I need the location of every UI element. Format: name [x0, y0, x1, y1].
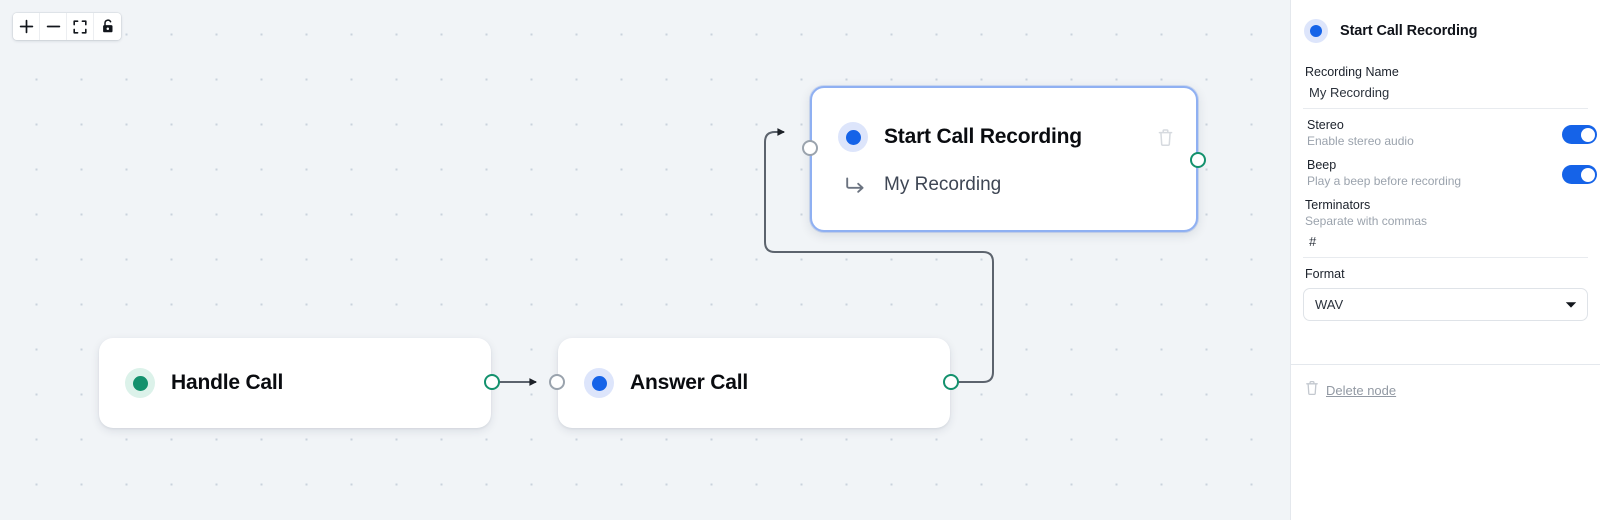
format-label: Format — [1305, 267, 1345, 281]
node-title: Answer Call — [630, 371, 749, 394]
node-start-call-recording[interactable]: Start Call Recording My Recording — [802, 86, 1206, 232]
minus-icon — [46, 19, 61, 34]
zoom-out-button[interactable] — [40, 13, 67, 40]
field-beep: Beep Play a beep before recording — [1303, 158, 1597, 188]
zoom-in-button[interactable] — [13, 13, 40, 40]
canvas-toolbar — [13, 13, 121, 40]
format-select-value: WAV — [1315, 297, 1344, 312]
recording-name-input[interactable]: My Recording — [1309, 85, 1390, 100]
node-answer-call[interactable]: Answer Call — [549, 338, 959, 428]
flow-canvas[interactable]: Start Call Recording My Recording — [0, 0, 1290, 520]
recording-name-label: Recording Name — [1305, 65, 1399, 79]
node-subtitle: My Recording — [884, 174, 1002, 195]
field-stereo: Stereo Enable stereo audio — [1303, 118, 1597, 148]
panel-footer-divider — [1291, 364, 1600, 365]
handle-target-answer-call[interactable] — [549, 374, 565, 390]
edges-layer — [499, 128, 994, 386]
field-format: Format WAV — [1303, 267, 1588, 321]
handle-source-start-call-recording[interactable] — [1190, 152, 1206, 168]
unlock-icon — [101, 19, 115, 34]
terminators-hint: Separate with commas — [1305, 214, 1428, 228]
stereo-toggle[interactable] — [1562, 125, 1597, 144]
trash-icon — [1305, 380, 1319, 401]
beep-label: Beep — [1307, 158, 1337, 172]
node-status-dot-teal — [125, 368, 155, 398]
format-select[interactable]: WAV — [1303, 288, 1588, 321]
handle-source-answer-call[interactable] — [943, 374, 959, 390]
node-title: Handle Call — [171, 371, 284, 394]
arrow-return-icon — [842, 177, 868, 194]
fit-view-button[interactable] — [67, 13, 94, 40]
field-terminators: Terminators Separate with commas # — [1303, 198, 1588, 256]
node-title: Start Call Recording — [884, 125, 1082, 148]
handle-target-start-call-recording[interactable] — [802, 140, 818, 156]
fit-view-icon — [73, 19, 87, 34]
delete-node-label: Delete node — [1326, 383, 1397, 398]
panel-header: Start Call Recording — [1303, 19, 1588, 43]
delete-node-button[interactable]: Delete node — [1305, 380, 1396, 401]
divider — [1303, 108, 1588, 109]
chevron-down-icon — [1565, 296, 1577, 314]
panel-title: Start Call Recording — [1340, 23, 1478, 39]
field-recording-name: Recording Name My Recording — [1303, 65, 1588, 107]
node-status-dot-blue — [584, 368, 614, 398]
handle-source-handle-call[interactable] — [484, 374, 500, 390]
beep-toggle[interactable] — [1562, 165, 1597, 184]
lock-toggle-button[interactable] — [94, 13, 121, 40]
node-handle-call[interactable]: Handle Call — [99, 338, 500, 428]
node-delete-icon[interactable] — [1157, 128, 1174, 147]
plus-icon — [19, 19, 34, 34]
panel-status-dot-blue — [1304, 19, 1328, 43]
node-properties-panel: Start Call Recording Recording Name My R… — [1290, 0, 1600, 520]
stereo-hint: Enable stereo audio — [1307, 134, 1414, 148]
terminators-label: Terminators — [1305, 198, 1371, 212]
divider — [1303, 257, 1588, 258]
beep-hint: Play a beep before recording — [1307, 174, 1462, 188]
stereo-label: Stereo — [1307, 118, 1344, 132]
node-status-dot-blue — [838, 122, 868, 152]
terminators-input[interactable]: # — [1309, 234, 1317, 249]
